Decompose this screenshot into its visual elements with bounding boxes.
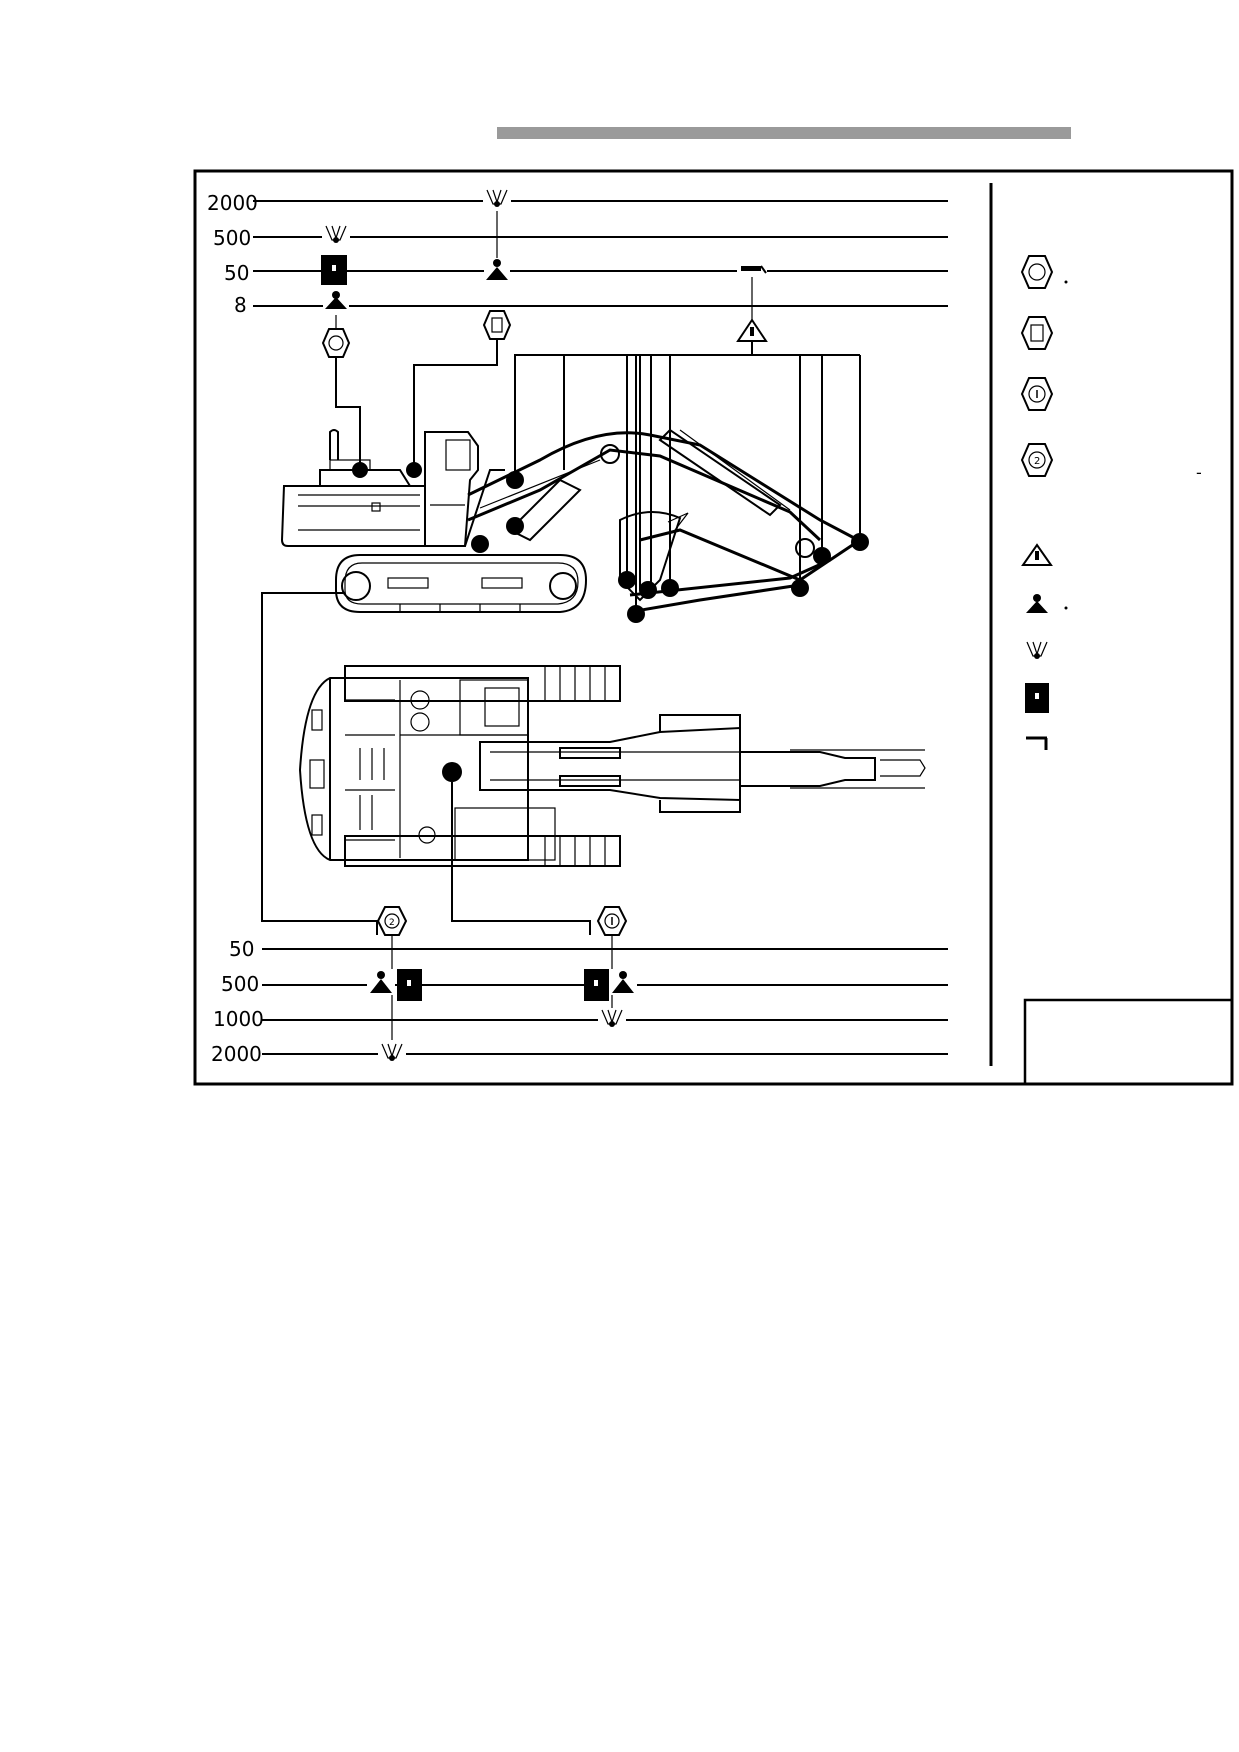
fuel-filter-icon bbox=[1020, 316, 1054, 350]
check-level-icon bbox=[484, 259, 510, 281]
excavator-top-view bbox=[298, 665, 926, 867]
legend: 2 - bbox=[1020, 255, 1202, 750]
top-interval-lines: 2000 500 50 8 bbox=[207, 191, 948, 317]
travel-drive-icon: 2 bbox=[376, 906, 408, 936]
excavator-side-view bbox=[280, 428, 869, 623]
check-level-icon bbox=[323, 291, 349, 309]
header-bar bbox=[497, 127, 1071, 139]
title-block bbox=[1023, 998, 1234, 1086]
swing-drive-icon bbox=[1020, 377, 1054, 411]
grease-gun-icon bbox=[483, 188, 511, 208]
svg-text:2: 2 bbox=[389, 918, 395, 928]
svg-text:2: 2 bbox=[1034, 456, 1040, 467]
bottom-interval-lines: 50 500 1000 2000 bbox=[211, 937, 948, 1066]
interval-label-8-top: 8 bbox=[234, 293, 247, 317]
interval-label-2000-top: 2000 bbox=[207, 191, 258, 215]
interval-label-500-top: 500 bbox=[213, 226, 251, 250]
filter-element-icon bbox=[1025, 683, 1049, 713]
filter-element-icon bbox=[321, 255, 347, 285]
grease-gun-icon bbox=[322, 224, 350, 244]
grease-cartridge-icon bbox=[737, 263, 767, 277]
swing-drive-icon bbox=[596, 906, 628, 936]
drain-change-icon bbox=[1026, 641, 1048, 659]
grease-gun-icon bbox=[378, 1042, 406, 1062]
fuel-filter-icon bbox=[482, 310, 512, 340]
check-level-icon bbox=[1026, 594, 1048, 613]
interval-label-500-bottom: 500 bbox=[221, 972, 259, 996]
check-level-icon bbox=[609, 969, 637, 995]
grease-warning-icon bbox=[1021, 543, 1053, 566]
grease-warning-icon bbox=[736, 318, 768, 342]
filter-element-icon bbox=[584, 969, 609, 1001]
legend-dash: - bbox=[1196, 463, 1202, 482]
check-level-icon bbox=[367, 969, 395, 995]
interval-label-50-top: 50 bbox=[224, 261, 249, 285]
grease-gun-icon bbox=[1026, 736, 1048, 750]
grease-gun-icon bbox=[598, 1008, 626, 1028]
engine-oil-icon bbox=[1020, 255, 1054, 289]
diagram-frame bbox=[193, 169, 1234, 1086]
interval-label-1000-bottom: 1000 bbox=[213, 1007, 264, 1031]
filter-element-icon bbox=[397, 969, 422, 1001]
interval-label-50-bottom: 50 bbox=[229, 937, 254, 961]
travel-drive-icon: 2 bbox=[1020, 443, 1054, 477]
interval-label-2000-bottom: 2000 bbox=[211, 1042, 262, 1066]
engine-oil-icon bbox=[321, 328, 351, 358]
